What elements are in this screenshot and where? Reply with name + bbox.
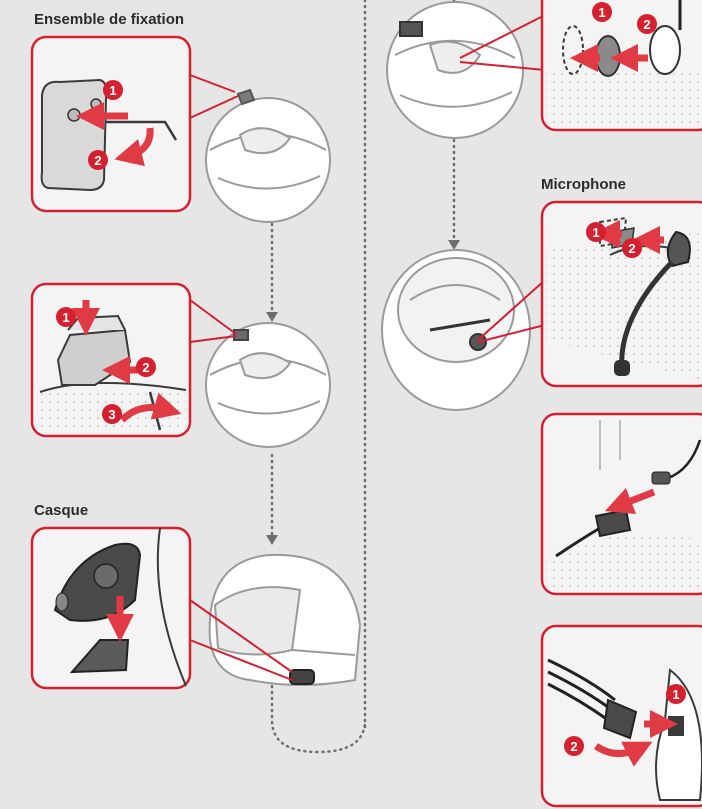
panel-clamp-kit: 1 2	[32, 37, 190, 211]
arrowhead-down	[448, 240, 460, 250]
connector-helmet-loop	[272, 680, 365, 752]
step-badge-number: 2	[628, 241, 635, 256]
headset-unit-icon	[290, 670, 314, 684]
helmet-illustration-2	[206, 323, 330, 447]
helmet-illustration-4	[387, 2, 523, 138]
panel-mount-slide: 1 2 3	[32, 284, 190, 436]
step-badge-number: 2	[643, 17, 650, 32]
step-badge-number: 2	[142, 360, 149, 375]
panel-headset-cable: 1 2	[542, 626, 702, 806]
connector-icon	[652, 472, 670, 484]
step-badge-number: 1	[592, 225, 599, 240]
arrowhead-down	[266, 312, 278, 322]
step-badge-number: 1	[62, 310, 69, 325]
panel-cable-connect	[542, 414, 702, 594]
panel-attach-headset	[32, 528, 190, 688]
step-badge-number: 2	[570, 739, 577, 754]
speaker-icon	[650, 26, 680, 74]
helmet-illustration-3	[210, 555, 360, 685]
step-badge-number: 1	[598, 5, 605, 20]
step-badge-number: 1	[109, 83, 116, 98]
step-badge-number: 3	[108, 407, 115, 422]
helmet-illustration-1	[206, 90, 330, 222]
panel-earpad: 1 2	[542, 0, 702, 130]
step-badge-number: 1	[672, 687, 679, 702]
arrowhead-down	[266, 535, 278, 545]
helmet-illustration-5	[382, 250, 530, 410]
panel-microphone: 1 2	[542, 202, 702, 386]
clamp-plate-icon	[42, 80, 107, 190]
step-badge-number: 2	[94, 153, 101, 168]
